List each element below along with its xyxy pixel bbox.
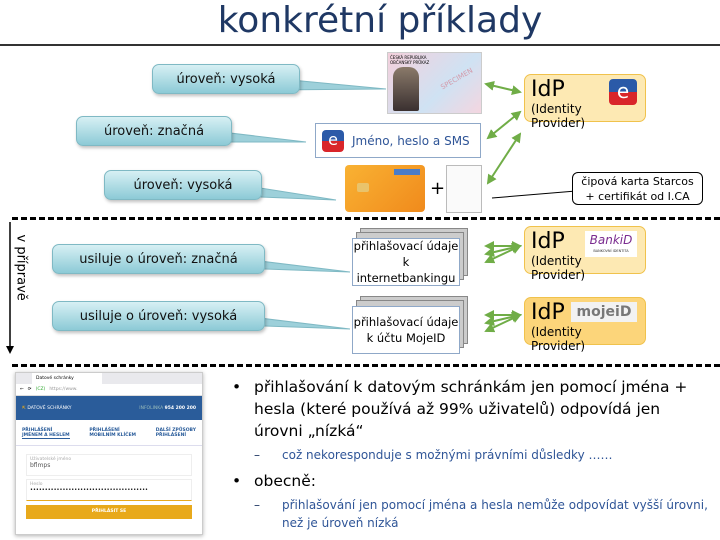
level-callout: usiluje o úroveň: vysoká xyxy=(52,301,265,331)
id-card-image: ČESKÁ REPUBLIKA OBČANSKÝ PRŮKAZ SPECIMEN xyxy=(387,52,482,114)
user-label: Uživatelské jméno xyxy=(30,457,72,462)
photo xyxy=(393,67,419,111)
id-card-text: ČESKÁ REPUBLIKA xyxy=(390,55,427,60)
arrow xyxy=(484,313,522,333)
logo-text: BankiD xyxy=(589,233,633,247)
level-callout: usiluje o úroveň: značná xyxy=(52,244,265,274)
pass-label: Heslo xyxy=(30,482,43,487)
idp-subtitle: (Identity Provider) xyxy=(531,254,586,282)
note-callout: čipová karta Starcos + certifikát od I.C… xyxy=(572,172,703,205)
bankid-logo: BankiD BANKOVNÍ IDENTITA xyxy=(585,231,637,257)
level-callout: úroveň: značná xyxy=(76,116,232,146)
mojeid-logo: mojeiD xyxy=(571,302,637,322)
password-field: •••••••••••••••••••••••••••••••••••••••• xyxy=(30,487,148,493)
stack-line: přihlašovací údaje xyxy=(353,239,459,253)
arrow xyxy=(486,132,522,185)
browser-tab: Datové schránky xyxy=(32,373,102,384)
idp-eobcanka: IdP (Identity Provider) e xyxy=(524,74,646,130)
phone: 954 200 200 xyxy=(164,405,196,411)
id-card-text: OBČANSKÝ PRŮKAZ xyxy=(390,60,430,65)
stack-line: k internetbankingu xyxy=(356,255,456,285)
idp-title: IdP xyxy=(531,77,565,102)
idp-bankid: IdP (Identity Provider) BankiD BANKOVNÍ I… xyxy=(524,226,646,282)
idp-subtitle: (Identity Provider) xyxy=(531,325,586,353)
note-line: + certifikát od I.CA xyxy=(585,190,690,203)
eobcanka-logo-icon: e xyxy=(322,129,344,152)
ds-logo: ⇱ DATOVÉ SCHRÁNKY xyxy=(22,405,72,411)
idp-title: IdP xyxy=(531,229,565,254)
sub-bullet: což nekoresponduje s možnými právními dů… xyxy=(254,446,712,464)
stack-line: přihlašovací údaje xyxy=(353,315,459,329)
eobcanka-logo-icon: e xyxy=(609,79,637,105)
browser-screenshot: Datové schránky ←⟳ (CZ) https://www. ⇱ D… xyxy=(15,372,203,535)
watermark: SPECIMEN xyxy=(439,66,475,92)
infolinka: INFOLINKA xyxy=(139,405,164,411)
idp-subtitle: (Identity Provider) xyxy=(531,102,586,130)
username-field: bflmps xyxy=(30,462,51,469)
credentials-stack: přihlašovací údaje k účtu MojeID xyxy=(352,296,468,354)
slide-title: konkrétní příklady xyxy=(217,0,543,41)
arrow xyxy=(484,80,522,96)
bullet-list: přihlašování k datovým schránkám jen pom… xyxy=(232,376,712,538)
login-button: PŘIHLÁSIT SE xyxy=(26,505,192,519)
reload-icon: ⟳ xyxy=(27,387,32,392)
arrow xyxy=(484,244,522,264)
plus-sign: + xyxy=(430,178,446,199)
card-logo xyxy=(394,169,420,175)
note-line: čipová karta Starcos xyxy=(581,175,694,188)
bullet: přihlašování k datovým schránkám jen pom… xyxy=(232,376,712,442)
level-callout: úroveň: vysoká xyxy=(152,64,300,94)
arrow xyxy=(484,242,522,258)
chip-icon xyxy=(357,183,369,192)
credentials-stack: přihlašovací údaje k internetbankingu xyxy=(352,228,468,286)
stack-line: k účtu MojeID xyxy=(366,331,446,345)
cert-badge: (CZ) xyxy=(35,387,46,392)
idp-title: IdP xyxy=(531,300,565,325)
logo-sub: BANKOVNÍ IDENTITA xyxy=(593,249,629,253)
arrow xyxy=(486,110,522,140)
in-preparation-label: v přípravě xyxy=(13,234,29,301)
back-icon: ← xyxy=(20,387,24,392)
sms-method-box: e Jméno, heslo a SMS xyxy=(315,123,481,158)
title-divider xyxy=(0,44,720,46)
bullet: obecně: xyxy=(232,470,712,492)
smart-card-image xyxy=(345,165,425,212)
arrow xyxy=(484,311,522,327)
sms-method-label: Jméno, heslo a SMS xyxy=(352,133,470,148)
idp-mojeid: IdP (Identity Provider) mojeiD xyxy=(524,297,646,353)
dashed-divider xyxy=(12,217,720,220)
note-pointer xyxy=(491,190,577,199)
certificate-image xyxy=(446,165,482,213)
dashed-divider xyxy=(12,364,720,367)
sub-bullet: přihlašování jen pomocí jména a hesla ne… xyxy=(254,496,712,532)
url-bar: https://www. xyxy=(49,387,78,392)
level-callout: úroveň: vysoká xyxy=(104,170,262,200)
